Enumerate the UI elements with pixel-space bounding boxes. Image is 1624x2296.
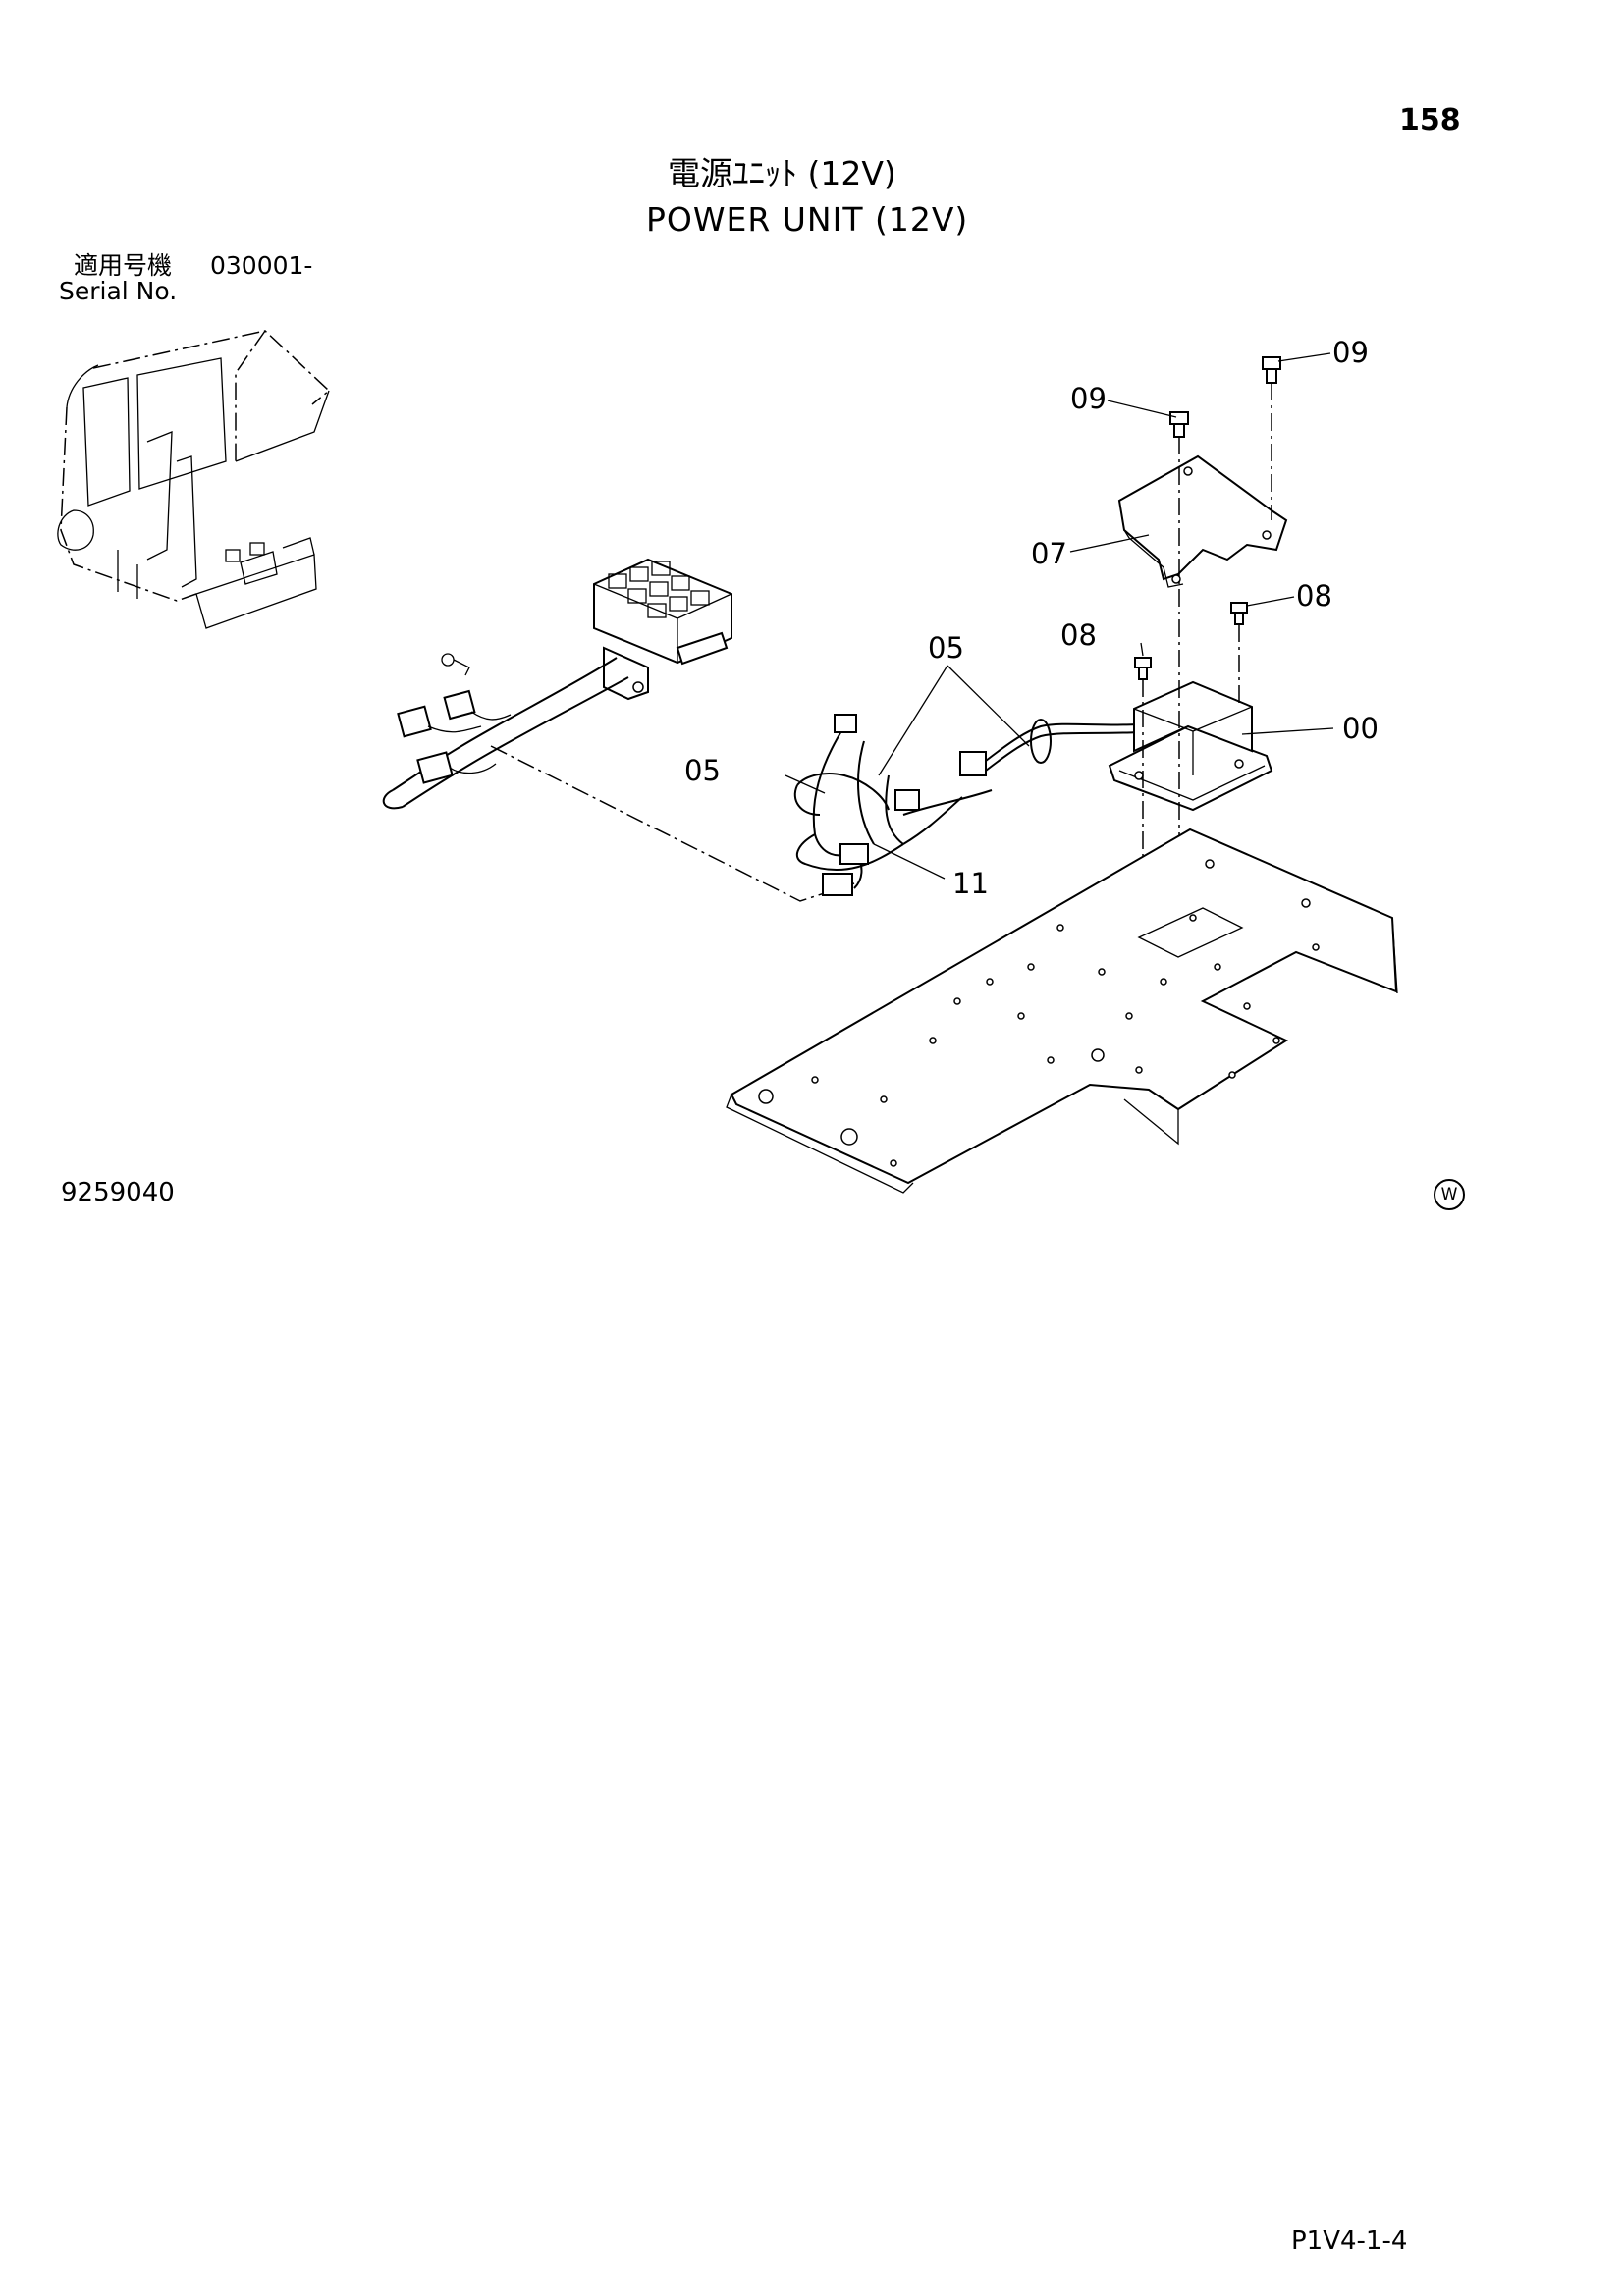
serial-number-from: 030001- — [210, 251, 313, 280]
bolt-09-left — [1169, 411, 1189, 438]
serial-label-english: Serial No. — [59, 277, 178, 305]
exploded-parts-diagram: 09 09 07 08 08 05 05 00 11 — [57, 330, 1398, 1194]
page-reference: P1V4-1-4 — [1291, 2226, 1408, 2256]
callout-11: 11 — [952, 867, 989, 900]
callout-00: 00 — [1342, 712, 1379, 745]
cab-locator-thumbnail — [57, 330, 331, 629]
screw-08-left — [1134, 657, 1152, 680]
w-mark: W — [1434, 1179, 1465, 1210]
power-unit-00 — [1108, 680, 1273, 812]
floor-plate — [726, 828, 1398, 1194]
assembly-line-harness — [490, 745, 855, 902]
callout-08-right: 08 — [1296, 579, 1332, 613]
callout-05-top: 05 — [928, 631, 964, 665]
title-english: POWER UNIT (12V) — [646, 200, 969, 239]
bolt-09-right — [1262, 356, 1281, 384]
sub-harness — [793, 714, 1140, 896]
title-japanese: 電源ﾕﾆｯﾄ (12V) — [668, 154, 896, 192]
callout-09-left: 09 — [1070, 382, 1107, 415]
leader-lines — [785, 352, 1334, 880]
callout-09-right: 09 — [1332, 336, 1369, 369]
callout-08-left: 08 — [1060, 618, 1097, 652]
page-number: 158 — [1399, 103, 1461, 137]
fuse-box-harness — [382, 558, 732, 810]
cover-07 — [1117, 454, 1288, 588]
screw-08-right — [1230, 602, 1248, 625]
figure-number: 9259040 — [61, 1178, 175, 1207]
callout-05-left: 05 — [684, 754, 721, 787]
callout-07: 07 — [1031, 537, 1067, 570]
serial-label-japanese: 適用号機 — [74, 251, 173, 280]
